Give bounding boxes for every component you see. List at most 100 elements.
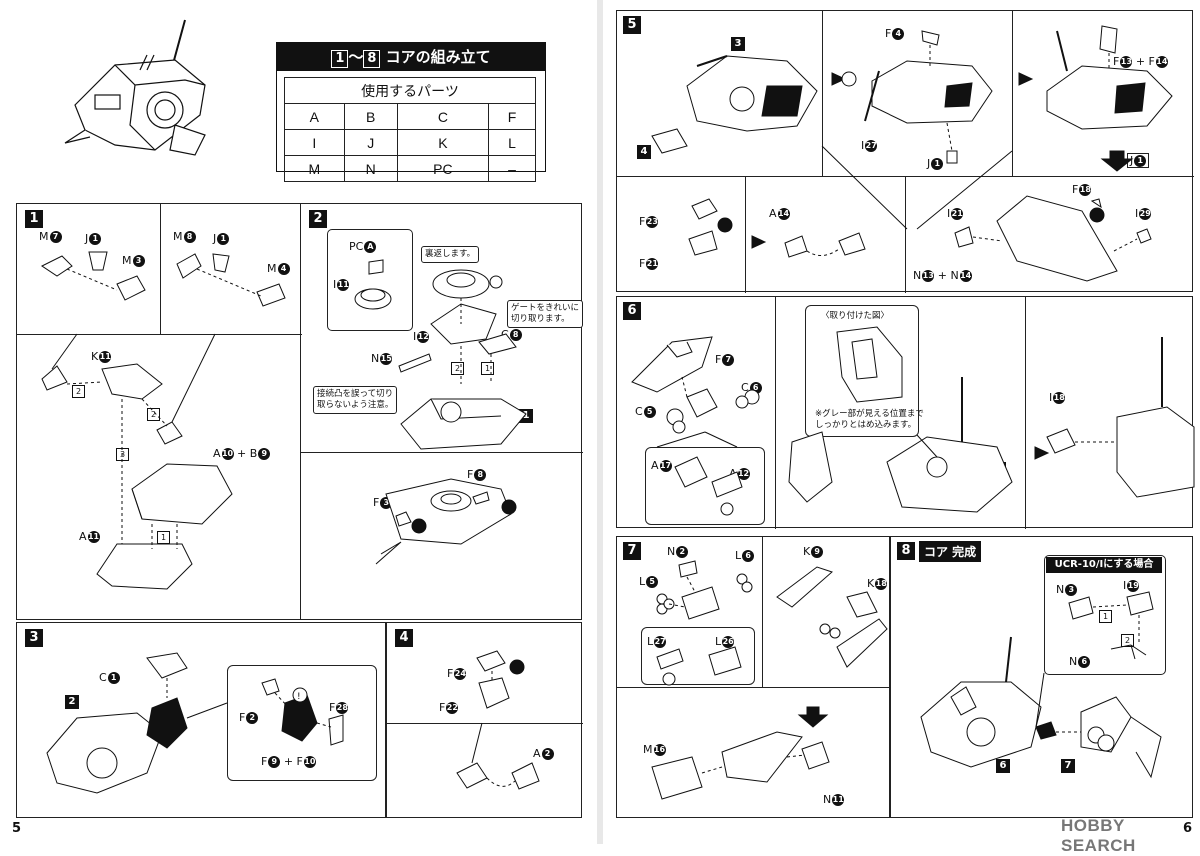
part-cell: F [487,103,537,130]
part-cell: L [487,129,537,156]
parts-panel: 1～8 コアの組み立て 使用するパーツ A B C F I J K L [276,42,546,182]
part-label: I27 [861,139,878,152]
part-label: A11 [79,530,100,543]
part-cell: J [343,129,398,156]
note-tab: 接続凸を誤って切り 取らないよう注意。 [313,386,398,414]
part-label: F24 [447,667,467,680]
step-number: 5 [623,16,641,34]
part-cell: C [396,103,489,130]
order-mark: 2 [147,407,160,421]
part-cell: I [284,129,345,156]
part-cell: M [284,155,345,182]
part-label: A17 [651,459,672,472]
ref-mark: 2 [65,695,79,709]
part-cell: PC [396,155,489,182]
part-label: I19 [1123,579,1140,592]
left-page: 1～8 コアの組み立て 使用するパーツ A B C F I J K L [0,0,597,844]
part-label: I21 [947,207,964,220]
step-number: 7 [623,542,641,560]
part-label: F28 [329,701,349,714]
part-cell: N [343,155,398,182]
part-cell: A [284,103,345,130]
part-label: F13 + F14 [1113,55,1168,68]
section-title-text: コアの組み立て [385,48,491,66]
svg-text:!: ! [297,692,301,702]
part-label: L26 [715,635,735,648]
order-mark: 2 [451,361,464,375]
step-8-drawing [920,591,1162,779]
part-label: I29 [1135,207,1152,220]
ref-mark: 3 [731,37,745,51]
step-2-panel: 2 PCA I11 I12 C8 N15 1 F3 F8 裏返します。 ゲートを… [300,203,584,620]
ref-mark: 4 [637,145,651,159]
step-3-drawing: ! [46,652,344,794]
part-cell: K [396,129,489,156]
order-mark: 1 [481,361,494,375]
page-spine [597,0,603,844]
variant-title: UCR-10/Iにする場合 [1046,557,1162,573]
step-5-drawing [651,25,1173,282]
part-label: F21 [639,257,659,270]
step-number: 3 [25,629,43,647]
note-gate: ゲートをきれいに 切り取ります。 [507,300,584,328]
core-illustration [64,19,206,156]
view-title: 〈取り付けた図〉 [821,311,890,321]
step-6-drawing [631,326,1195,516]
step-number: 2 [309,210,327,228]
part-label: I12 [413,330,430,343]
range-sep: ～ [348,48,364,66]
part-label: F23 [639,215,659,228]
range-start: 1 [331,50,349,68]
parts-table: 使用するパーツ A B C F I J K L M N PC – [284,77,537,182]
step-2-drawing [354,259,527,565]
parts-table-header: 使用するパーツ [284,77,536,104]
page-number: 6 [1183,821,1193,836]
part-label: N13 + N14 [913,269,972,282]
page-number: 5 [12,821,22,836]
step-4-drawing [456,650,540,790]
part-label: I11 [333,278,350,291]
step-number: 6 [623,302,641,320]
step-number: 8 [897,542,915,560]
watermark: HOBBY SEARCH [1061,816,1136,855]
step-8-title: コア 完成 [919,541,982,562]
part-cell: B [343,103,398,130]
order-mark: 1 [157,530,170,544]
range-end: 8 [363,50,381,68]
step-7-drawing [651,560,888,800]
section-title: 1～8 コアの組み立て [277,43,545,71]
part-label: I18 [1049,391,1066,404]
part-label: F18 [1072,183,1092,196]
order-mark: 2 [72,384,85,398]
part-label: A14 [769,207,790,220]
step-number: 4 [395,629,413,647]
fit-note: ※グレー部が見える位置まで しっかりとはめ込みます。 [815,409,924,430]
part-label: L27 [647,635,667,648]
note-flip: 裏返します。 [421,246,480,263]
